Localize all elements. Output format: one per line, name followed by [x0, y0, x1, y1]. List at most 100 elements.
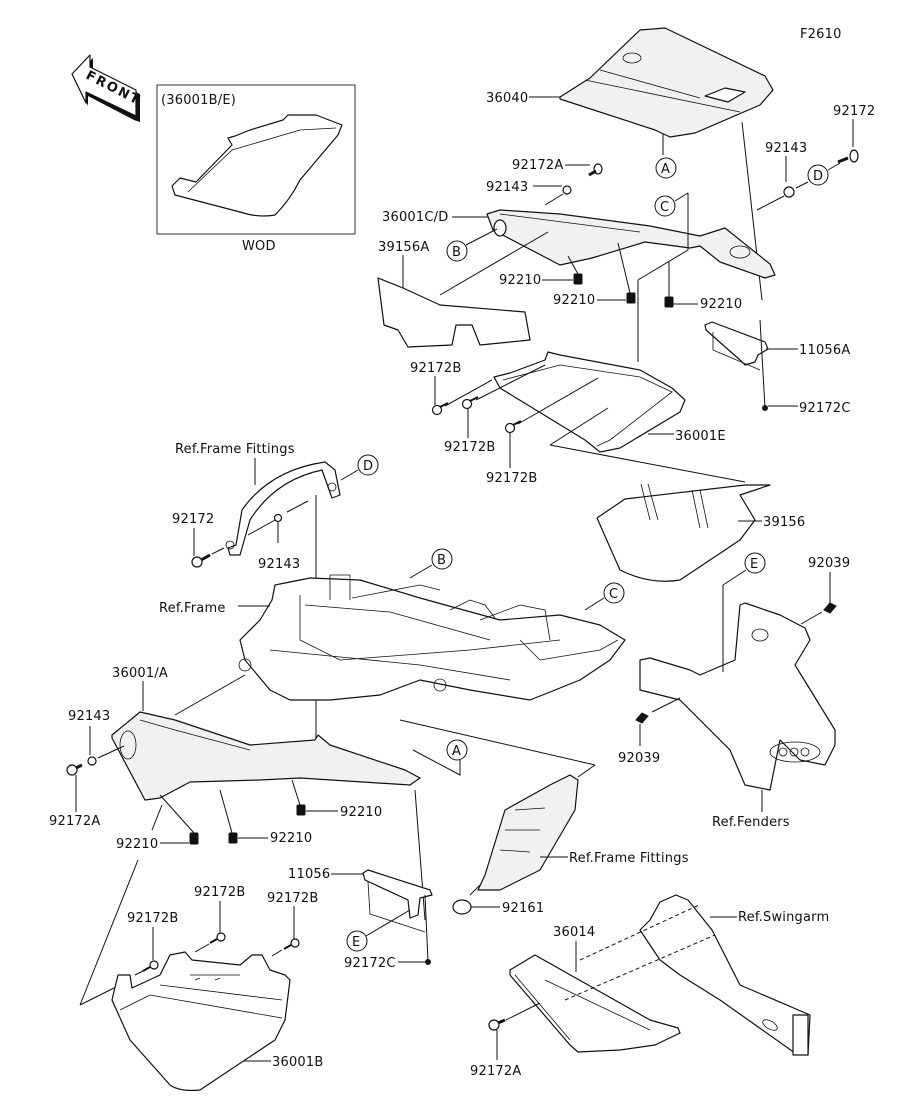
part-36001B-lower-cover — [111, 951, 291, 1092]
svg-text:A: A — [661, 162, 670, 177]
ref-swingarm-structure — [639, 894, 811, 1056]
callout-92210-d: 92210 — [340, 805, 382, 820]
callout-11056: 11056 — [288, 867, 330, 882]
inset-caption: WOD — [242, 239, 276, 254]
part-36040-seat-cover: 36040 — [486, 27, 774, 155]
callout-36001CD: 36001C/D — [382, 210, 448, 225]
bolt-92172A-icon — [588, 163, 603, 177]
screw-92172B-icon — [461, 396, 479, 410]
clip-92039-icon — [823, 602, 837, 614]
svg-text:A: A — [452, 744, 461, 759]
svg-text:D: D — [813, 169, 823, 184]
callout-92210-e: 92210 — [270, 831, 312, 846]
callout-92172A-left: 92172A — [49, 814, 100, 829]
callout-92172B-4: 92172B — [127, 911, 178, 926]
callout-92172-top: 92172 — [833, 104, 875, 119]
part-39156A-pad — [377, 277, 531, 348]
svg-text:C: C — [660, 200, 669, 215]
ref-fenders-structure — [639, 602, 836, 791]
washer-icon — [87, 756, 97, 766]
callout-92210-b: 92210 — [553, 293, 595, 308]
ref-frame-fittings-top: Ref.Frame Fittings — [175, 442, 295, 457]
part-11056A-bracket — [704, 321, 769, 366]
marker-C-frame: C — [603, 582, 625, 604]
svg-text:D: D — [363, 459, 373, 474]
marker-E-fender: E — [744, 552, 766, 574]
marker-A-top: A — [655, 157, 677, 179]
callout-92172B-2: 92172B — [444, 440, 495, 455]
screw-92172B-icon — [209, 932, 226, 944]
cap-92161-icon — [452, 899, 472, 915]
screw-92172C-icon — [762, 405, 768, 411]
marker-A-mid: A — [446, 739, 468, 761]
inset-title: (36001B/E) — [161, 93, 236, 108]
marker-B-top: B — [446, 240, 468, 262]
callout-92172B-1: 92172B — [410, 361, 461, 376]
front-arrow-icon: FRONT — [71, 54, 143, 122]
part-11056-bracket — [362, 869, 433, 919]
washer-icon — [273, 513, 283, 523]
screw-92172B-icon — [431, 402, 449, 416]
svg-text:B: B — [452, 245, 461, 260]
inset-36001BE: (36001B/E) WOD — [156, 84, 356, 254]
callout-92172C-low: 92172C — [344, 956, 396, 971]
callout-39156: 39156 — [763, 515, 805, 530]
ref-frame-fittings-low: Ref.Frame Fittings — [569, 851, 689, 866]
clip-92039-icon — [635, 712, 649, 724]
callout-36014: 36014 — [553, 925, 595, 940]
marker-C-top: C — [654, 195, 676, 217]
marker-E-bracket: E — [346, 930, 368, 952]
clip-92210-icon — [189, 832, 199, 845]
ref-frame-structure — [238, 574, 626, 701]
marker-D-top: D — [807, 164, 829, 186]
ref-fenders-label: Ref.Fenders — [712, 815, 790, 830]
screw-92172B-icon — [142, 960, 159, 972]
clip-92210-icon — [296, 804, 306, 816]
callout-92210-f: 92210 — [116, 837, 158, 852]
callout-92172C-top: 92172C — [799, 401, 851, 416]
callout-92210-c: 92210 — [700, 297, 742, 312]
washer-92143-icon — [783, 186, 795, 198]
figure-id: F2610 — [800, 27, 842, 42]
svg-text:C: C — [609, 587, 618, 602]
callout-92172B-3: 92172B — [486, 471, 537, 486]
marker-D-left: D — [357, 454, 379, 476]
ref-swingarm-label: Ref.Swingarm — [738, 910, 829, 925]
bolt-92172A-left-icon — [66, 763, 83, 776]
callout-36001E: 36001E — [675, 429, 726, 444]
part-39156-pad — [596, 484, 771, 582]
callout-92172-left: 92172 — [172, 512, 214, 527]
callout-92172B-5: 92172B — [194, 885, 245, 900]
svg-text:E: E — [352, 935, 360, 950]
callout-92143-low: 92143 — [68, 709, 110, 724]
part-rear-footpeg-bracket — [477, 774, 579, 891]
callout-92143-topright: 92143 — [765, 141, 807, 156]
clip-92210-icon — [573, 273, 583, 285]
callout-36001A: 36001/A — [112, 666, 168, 681]
clip-92210-icon — [664, 296, 674, 308]
part-36001E-frame — [493, 351, 686, 453]
part-grab-handle — [227, 461, 341, 556]
callout-36040: 36040 — [486, 91, 528, 106]
callout-36001B: 36001B — [272, 1055, 323, 1070]
inset-cover-outline — [171, 114, 343, 217]
callout-92172B-6: 92172B — [267, 891, 318, 906]
clip-92210-icon — [626, 292, 636, 304]
bolt-92172-left-icon — [191, 553, 211, 568]
ref-frame-label: Ref.Frame — [159, 601, 226, 616]
washer-icon — [562, 185, 572, 195]
callout-92039-mid: 92039 — [618, 751, 660, 766]
callout-92143-top: 92143 — [486, 180, 528, 195]
bolt-92172A-bottom-icon — [488, 1018, 506, 1031]
callout-39156A: 39156A — [378, 240, 429, 255]
callout-92143-left: 92143 — [258, 557, 300, 572]
screw-92172B-icon — [504, 420, 522, 434]
screw-92172B-icon — [283, 938, 300, 950]
callout-92039-top: 92039 — [808, 556, 850, 571]
marker-B-frame: B — [431, 548, 453, 570]
callout-92161: 92161 — [502, 901, 544, 916]
clip-92210-icon — [228, 832, 238, 844]
svg-text:B: B — [437, 553, 446, 568]
